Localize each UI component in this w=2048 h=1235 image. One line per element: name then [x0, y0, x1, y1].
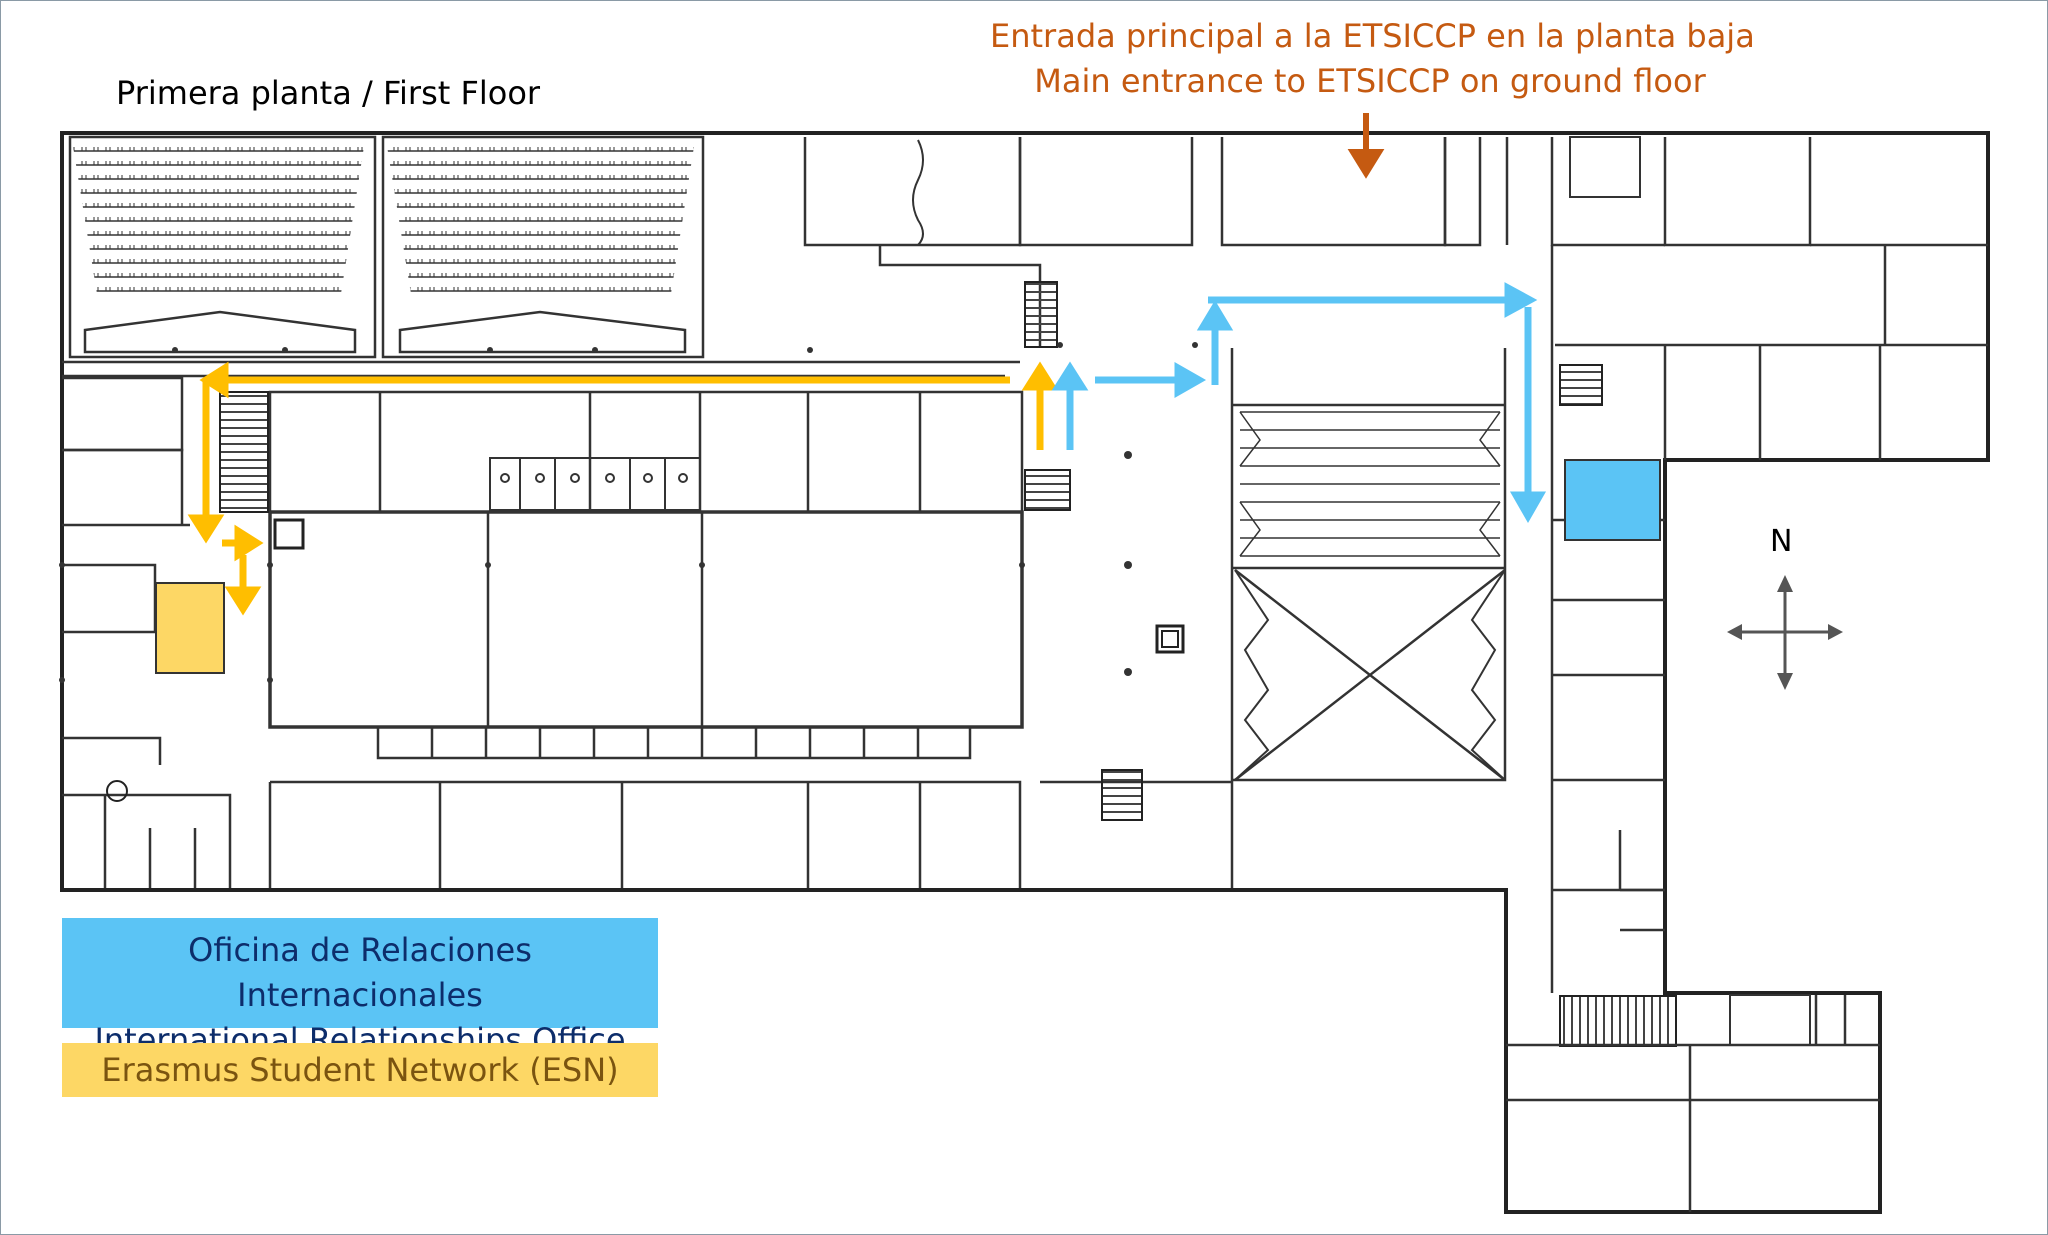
esn-office-room	[155, 582, 225, 674]
entrance-arrow	[1347, 113, 1385, 179]
esn-route	[187, 361, 1059, 616]
elevator	[273, 518, 305, 550]
central-block	[1230, 348, 1507, 782]
legend-esn: Erasmus Student Network (ESN)	[62, 1043, 658, 1097]
curved-wall	[912, 139, 924, 246]
spiral-stair	[106, 780, 128, 802]
main-entrance-label: Entrada principal a la ETSICCP en la pla…	[990, 14, 1755, 104]
columns	[59, 342, 1198, 683]
iro-route	[1051, 282, 1547, 524]
iro-office-room	[1564, 459, 1661, 541]
legend-iro: Oficina de Relaciones Internacionales In…	[62, 918, 658, 1059]
lecture-hall-seating	[72, 140, 695, 300]
elevator	[1155, 624, 1185, 654]
restrooms	[489, 136, 1811, 1046]
east-wing	[1506, 137, 1988, 1212]
floor-title: Primera planta / First Floor	[116, 74, 541, 112]
compass-icon	[1727, 575, 1843, 690]
compass-north-label: N	[1770, 524, 1793, 559]
building-outline	[60, 131, 1990, 1214]
stairs	[219, 281, 1677, 1047]
entrance-label-line2: Main entrance to ETSICCP on ground floor	[1034, 62, 1706, 100]
entrance-label-line1: Entrada principal a la ETSICCP en la pla…	[990, 17, 1755, 55]
legend-iro-line1: Oficina de Relaciones Internacionales	[188, 931, 532, 1014]
